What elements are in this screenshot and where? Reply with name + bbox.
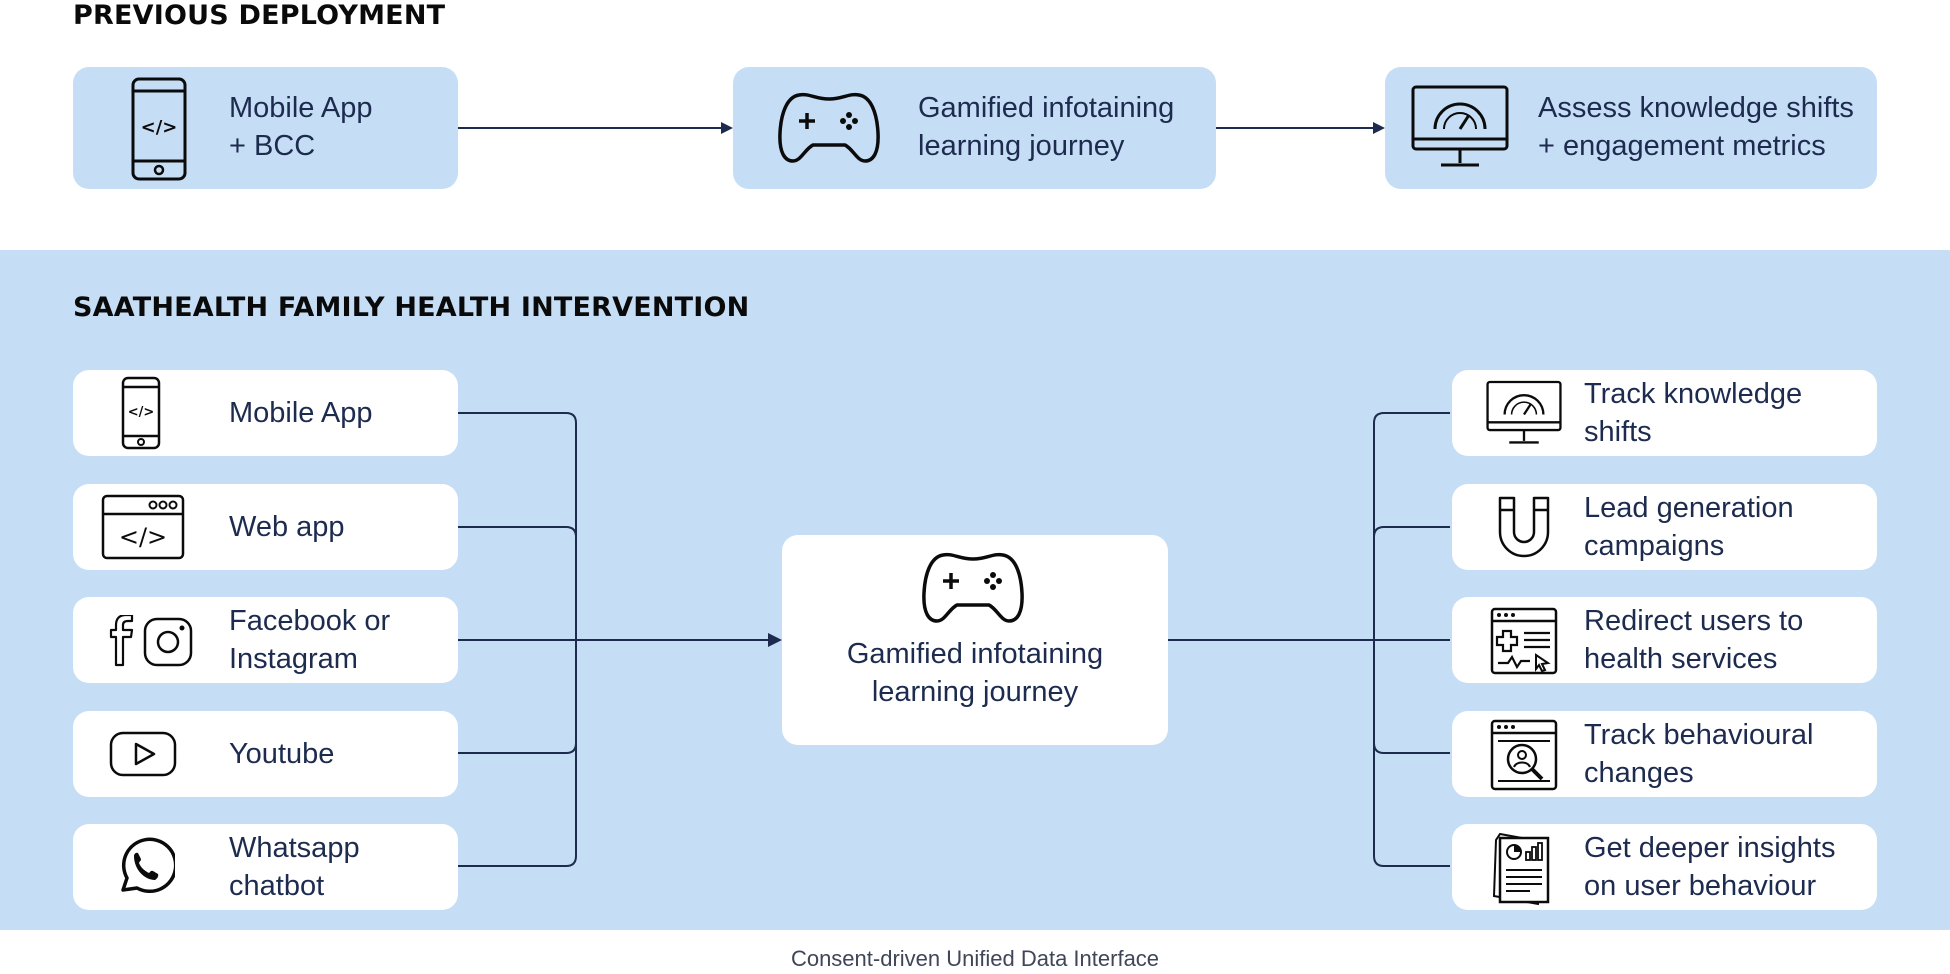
svg-text:</>: </> — [128, 405, 155, 420]
channel-label: Web app — [229, 511, 345, 543]
outcome-redirect-health: Redirect users to health services — [1452, 597, 1877, 683]
svg-text:</>: </> — [119, 523, 167, 551]
gamepad-icon — [777, 89, 881, 165]
prev-step-mobile-app: </> Mobile App + BCC — [73, 67, 458, 189]
browser-code-icon: </> — [101, 494, 185, 560]
outcome-track-knowledge: Track knowledge shifts — [1452, 370, 1877, 456]
prev-step-label: Assess knowledge shifts + engagement met… — [1538, 92, 1854, 162]
outcome-label: Redirect users to health services — [1584, 605, 1804, 675]
gamepad-icon — [921, 549, 1025, 625]
channel-youtube: Youtube — [73, 711, 458, 797]
prev-step-gamified-journey: Gamified infotaining learning journey — [733, 67, 1216, 189]
mobile-code-icon: </> — [121, 376, 161, 450]
svg-text:</>: </> — [141, 117, 178, 138]
report-chart-icon — [1490, 830, 1556, 906]
channel-label: Facebook or Instagram — [229, 605, 391, 675]
user-search-icon — [1490, 719, 1558, 791]
facebook-instagram-icon — [101, 615, 197, 667]
monitor-gauge-icon — [1411, 85, 1509, 169]
channel-label: Youtube — [229, 738, 335, 770]
outcome-deeper-insights: Get deeper insights on user behaviour — [1452, 824, 1877, 910]
channel-whatsapp: Whatsapp chatbot — [73, 824, 458, 910]
monitor-gauge-icon — [1486, 380, 1562, 446]
outcome-label: Get deeper insights on user behaviour — [1584, 832, 1836, 902]
outcome-track-behaviour: Track behavioural changes — [1452, 711, 1877, 797]
youtube-icon — [109, 731, 177, 777]
channel-web-app: </> Web app — [73, 484, 458, 570]
footer-caption: Consent-driven Unified Data Interface — [790, 946, 1160, 971]
prev-step-label: Gamified infotaining learning journey — [918, 92, 1175, 162]
center-gamified-journey: Gamified infotaining learning journey — [782, 535, 1168, 745]
outcome-label: Track knowledge shifts — [1584, 378, 1803, 448]
channel-label: Whatsapp chatbot — [229, 832, 360, 902]
channel-label: Mobile App — [229, 397, 373, 429]
health-browser-icon — [1490, 607, 1558, 675]
prev-step-label: Mobile App + BCC — [229, 92, 373, 162]
mobile-code-icon: </> — [131, 77, 187, 181]
magnet-icon — [1496, 494, 1552, 560]
whatsapp-icon — [113, 836, 175, 898]
previous-flow-arrows — [458, 122, 1385, 134]
center-label: Gamified infotaining learning journey — [846, 638, 1104, 708]
intervention-title: SAATHEALTH FAMILY HEALTH INTERVENTION — [73, 292, 750, 323]
outcome-label: Track behavioural changes — [1584, 719, 1814, 789]
outcome-lead-generation: Lead generation campaigns — [1452, 484, 1877, 570]
channel-facebook-instagram: Facebook or Instagram — [73, 597, 458, 683]
channel-mobile-app: </> Mobile App — [73, 370, 458, 456]
previous-deployment-title: PREVIOUS DEPLOYMENT — [73, 0, 446, 31]
prev-step-assess: Assess knowledge shifts + engagement met… — [1385, 67, 1877, 189]
outcome-label: Lead generation campaigns — [1584, 492, 1794, 562]
